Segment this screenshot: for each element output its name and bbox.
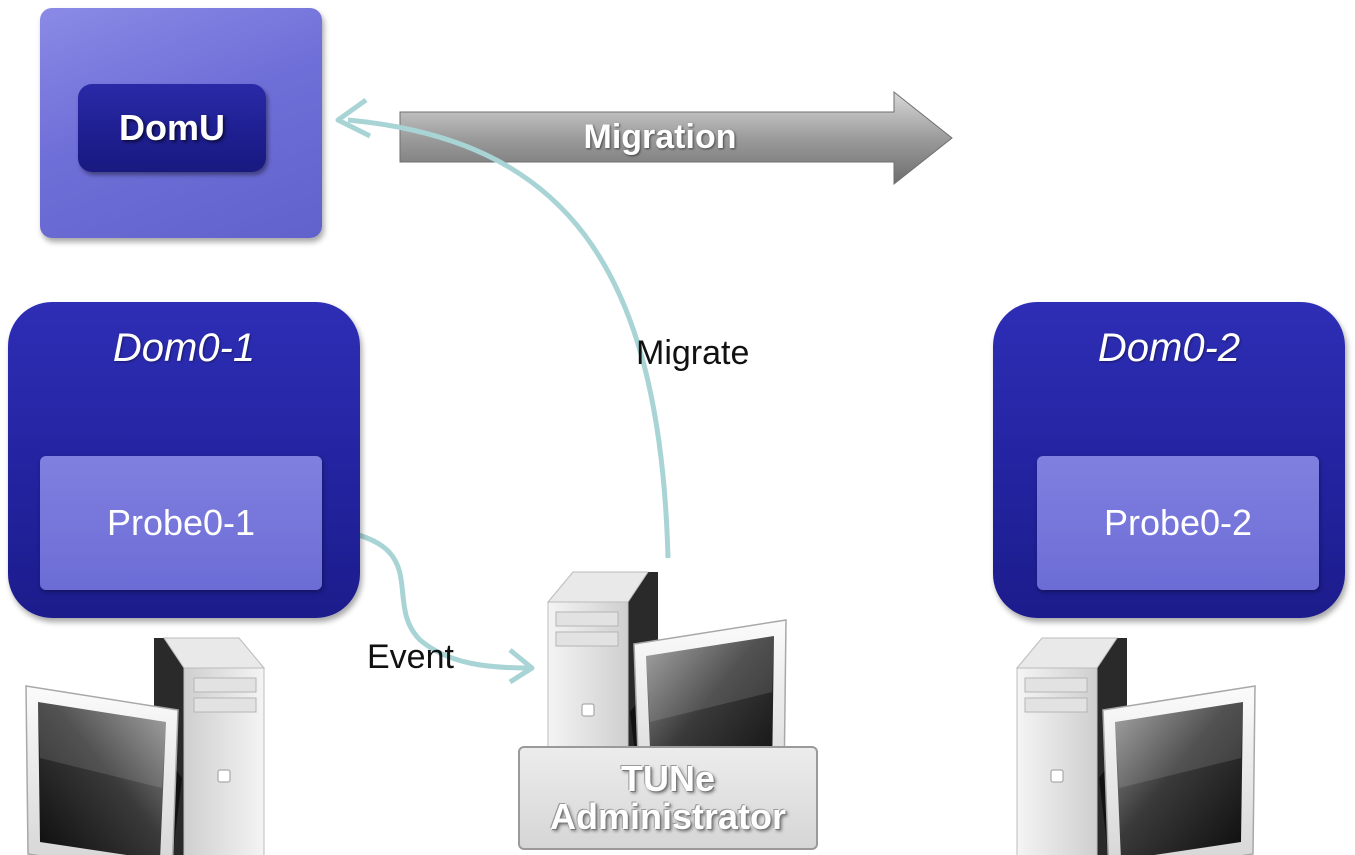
tune-administrator-box[interactable]: TUNe Administrator xyxy=(518,746,818,850)
migration-arrow xyxy=(399,90,953,186)
domu-label: DomU xyxy=(119,107,225,148)
migrate-curve xyxy=(347,117,671,559)
event-arrowhead xyxy=(508,648,535,685)
domu-box[interactable]: DomU xyxy=(78,84,266,172)
admin-line-2: Administrator xyxy=(549,796,787,837)
migrate-arrowhead xyxy=(335,97,372,139)
migrate-label: Migrate xyxy=(636,334,750,372)
probe0-2-label: Probe0-2 xyxy=(1103,502,1253,543)
probe0-1-label: Probe0-1 xyxy=(106,502,256,543)
computer-icon xyxy=(25,637,265,855)
event-label: Event xyxy=(367,638,454,676)
event-curve xyxy=(319,525,531,671)
probe0-2-box[interactable]: Probe0-2 xyxy=(1037,456,1319,590)
admin-line-1: TUNe xyxy=(620,758,715,799)
computer-icon xyxy=(1016,637,1256,855)
dom0-1-title: Dom0-1 xyxy=(112,326,256,370)
dom0-2-title: Dom0-2 xyxy=(1097,326,1241,370)
probe0-1-box[interactable]: Probe0-1 xyxy=(40,456,322,590)
migration-label: Migration xyxy=(583,118,737,156)
migration-label-wrap: Migration xyxy=(400,118,920,157)
